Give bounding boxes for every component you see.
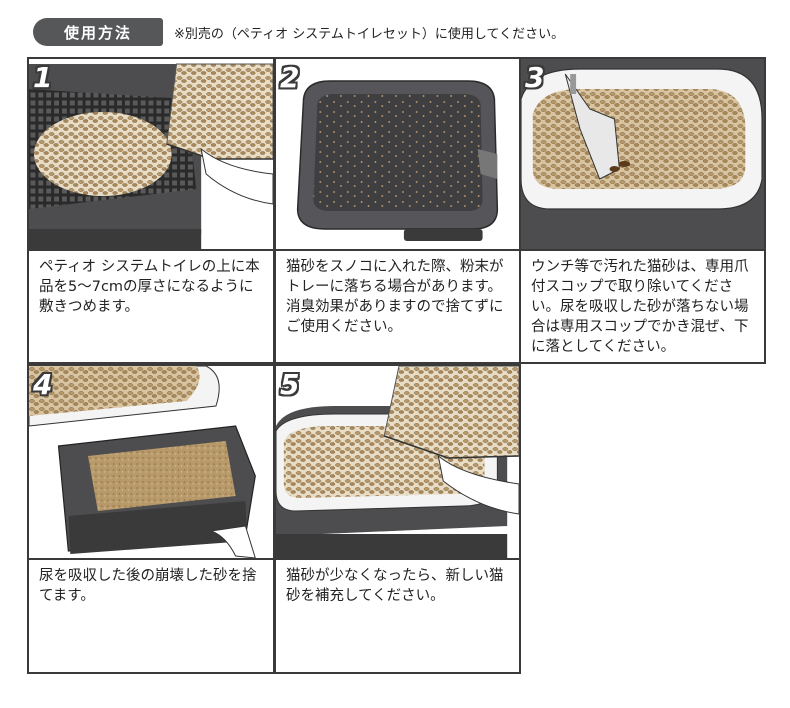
step-4-text: 尿を吸収した後の崩壊した砂を捨てます。 <box>39 568 257 604</box>
step-5-divider <box>276 558 519 560</box>
step-4-divider <box>29 558 273 560</box>
step-4-illustration <box>29 366 273 558</box>
step-2-panel: 2 猫砂をスノコに入れた際、粉末がトレーに落ちる場合があります。消臭効果がありま… <box>274 57 521 364</box>
step-4-panel: 4 尿を吸収した後の崩壊した砂を捨てます。 <box>27 364 275 674</box>
step-3-illustration <box>521 59 764 249</box>
step-5-number: 5 <box>280 368 300 401</box>
step-1-panel: 1 ペティオ システムトイレの上に本品を5～7cmの厚さになるように敷きつめます… <box>27 57 275 364</box>
step-5-panel: 5 猫砂が少なくなったら、新しい猫砂を補充してください。 <box>274 364 521 674</box>
step-2-divider <box>276 249 519 251</box>
step-3-divider <box>521 249 764 251</box>
step-1-text: ペティオ システムトイレの上に本品を5～7cmの厚さになるように敷きつめます。 <box>39 259 260 315</box>
step-3-panel: 3 ウンチ等で汚れた猫砂は、専用爪付スコップで取り除いてください。尿を吸収した砂… <box>519 57 766 364</box>
usage-note: ※別売の（ペティオ システムトイレセット）に使用してください。 <box>174 27 565 42</box>
step-1-illustration <box>29 59 273 249</box>
step-4-number: 4 <box>33 368 53 401</box>
step-2-illustration <box>276 59 519 249</box>
step-3-number: 3 <box>525 61 545 94</box>
step-1-number: 1 <box>33 61 53 94</box>
step-2-number: 2 <box>280 61 300 94</box>
section-title-badge: 使用方法 <box>33 18 163 46</box>
step-2-text: 猫砂をスノコに入れた際、粉末がトレーに落ちる場合があります。消臭効果がありますの… <box>286 259 504 335</box>
section-title: 使用方法 <box>63 23 132 42</box>
step-1-divider <box>29 249 273 251</box>
step-5-text: 猫砂が少なくなったら、新しい猫砂を補充してください。 <box>286 568 504 604</box>
step-5-illustration <box>276 366 519 558</box>
step-3-text: ウンチ等で汚れた猫砂は、専用爪付スコップで取り除いてください。尿を吸収した砂が落… <box>531 259 749 355</box>
